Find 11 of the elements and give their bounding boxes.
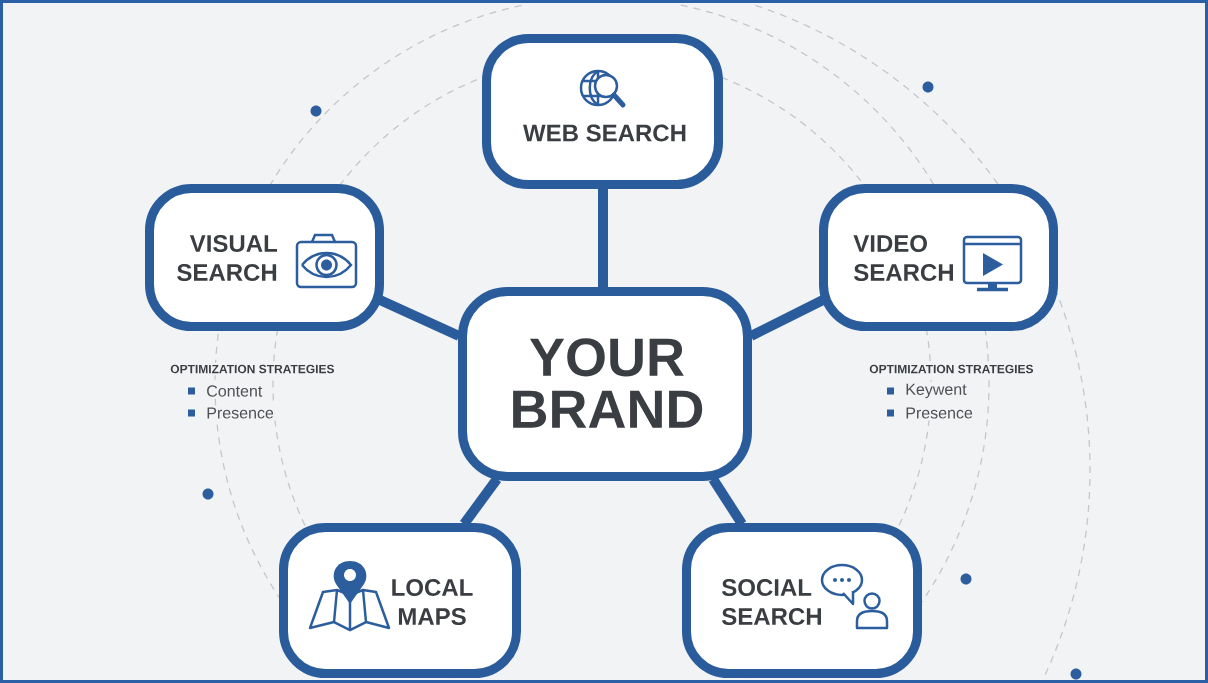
list-item: Presence	[903, 405, 975, 421]
list-item: Presence	[204, 405, 276, 421]
connector-line	[748, 295, 826, 341]
connector-line	[377, 295, 462, 341]
rounded-box: VIDEO SEARCH	[819, 184, 1058, 331]
rounded-box: WEB SEARCH	[482, 34, 723, 189]
hub-box: YOUR BRAND	[458, 287, 752, 481]
connector-line	[598, 188, 608, 288]
rounded-box: VISUAL SEARCH	[145, 184, 384, 331]
list-item: Content	[204, 383, 265, 399]
rounded-box: SOCIAL SEARCH	[682, 523, 922, 678]
